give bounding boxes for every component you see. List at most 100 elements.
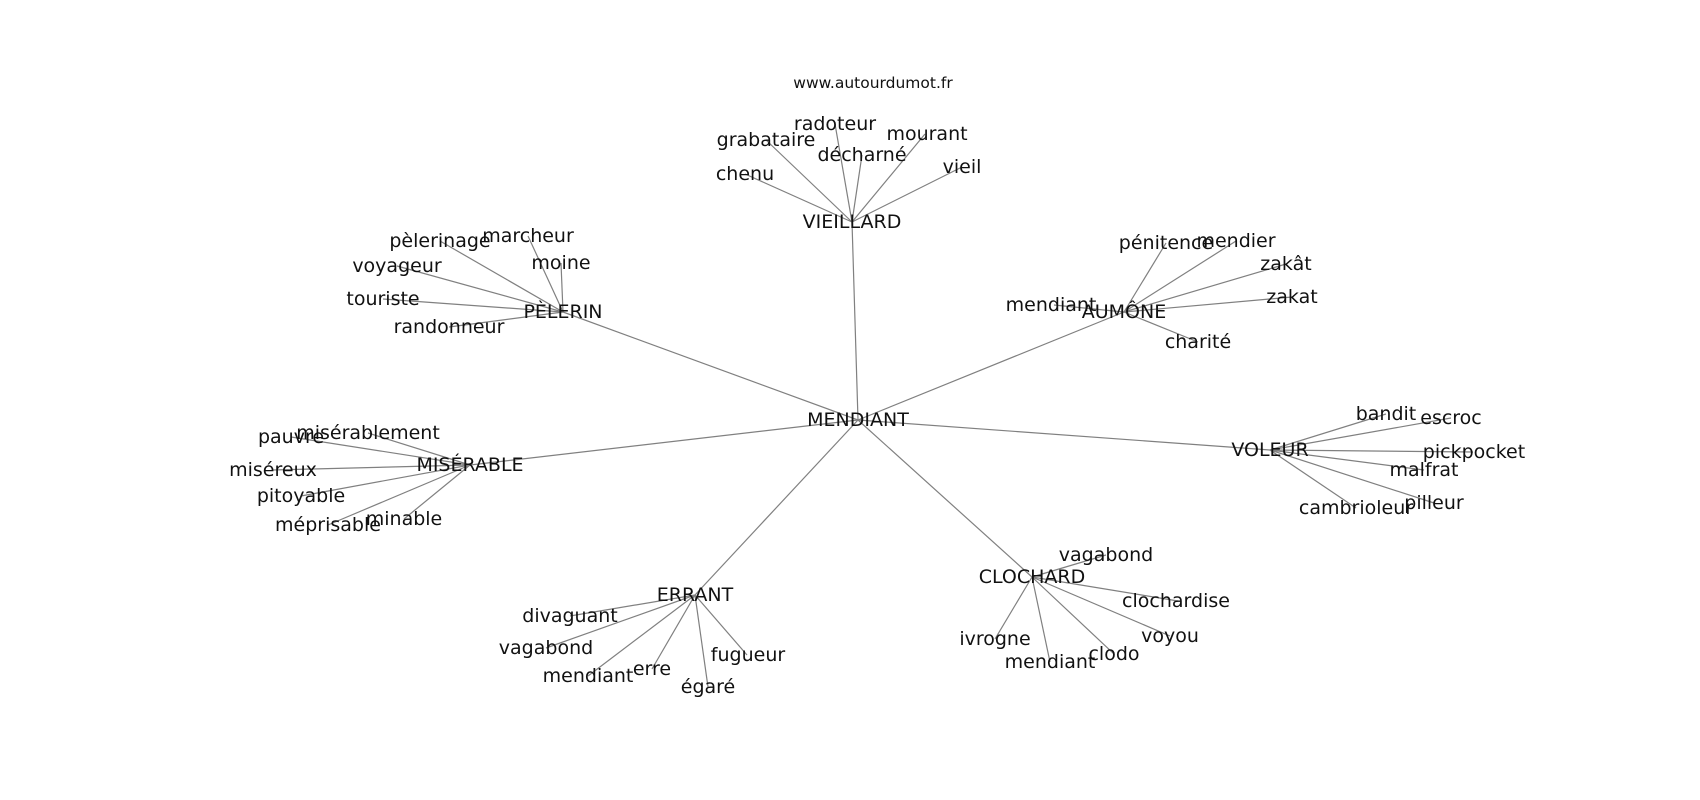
edge-aumone-zakat	[1123, 296, 1293, 313]
node-word: décharné	[817, 144, 906, 166]
edge-clochard-mendiant	[1031, 576, 1051, 663]
node-word: touriste	[346, 288, 419, 310]
edge-aumone-mendier	[1123, 240, 1237, 313]
edge-center-errant	[694, 419, 859, 596]
edge-miserable-miserablement	[367, 432, 471, 466]
node-word: erre	[633, 658, 671, 680]
node-word: marcheur	[482, 225, 574, 247]
node-cluster-errant: ERRANT	[657, 584, 734, 606]
node-word: bandit	[1356, 403, 1417, 425]
node-word: mendiant	[543, 665, 634, 687]
edge-vieillard-vieil	[851, 166, 963, 223]
edge-voleur-escroc	[1269, 417, 1452, 451]
node-cluster-vieillard: VIEILLARD	[803, 211, 902, 233]
edge-voleur-pickpocket	[1269, 449, 1474, 453]
edge-center-voleur	[857, 419, 1271, 451]
edge-miserable-pitoyable	[300, 464, 471, 497]
edge-center-vieillard	[851, 221, 859, 421]
node-word: malfrat	[1389, 459, 1458, 481]
edge-vieillard-decharne	[851, 154, 863, 223]
node-word: randonneur	[394, 316, 505, 338]
node-word: clochardise	[1122, 590, 1230, 612]
node-word: escroc	[1420, 407, 1482, 429]
node-word: grabataire	[717, 129, 816, 151]
edge-errant-vagabond	[545, 594, 696, 649]
node-word: mendiant	[1005, 651, 1096, 673]
node-word: misérablement	[296, 422, 440, 444]
edge-clochard-clochardise	[1031, 576, 1179, 602]
node-word: pauvre	[258, 426, 324, 448]
node-word: fugueur	[711, 644, 786, 666]
edge-vieillard-mourant	[851, 133, 926, 223]
edge-clochard-voyou	[1031, 576, 1171, 637]
graph-edges	[272, 123, 1474, 688]
node-cluster-aumone: AUMÔNE	[1082, 299, 1166, 323]
edge-voleur-bandit	[1269, 413, 1387, 451]
edge-errant-egare	[694, 594, 709, 688]
edge-clochard-vagabond	[1031, 554, 1107, 578]
edge-aumone-charite	[1123, 311, 1199, 343]
node-word: méprisable	[275, 514, 381, 536]
edge-voleur-pilleur	[1269, 449, 1435, 504]
edge-miserable-minable	[403, 464, 471, 520]
site-url[interactable]: www.autourdumot.fr	[793, 74, 953, 92]
node-word: zakat	[1266, 286, 1317, 308]
node-word: pèlerinage	[389, 230, 490, 252]
edge-pelerin-touriste	[382, 298, 564, 313]
node-word: mendiant	[1006, 294, 1097, 316]
node-word: chenu	[716, 163, 774, 185]
edge-vieillard-chenu	[744, 173, 853, 223]
edge-aumone-mendiant	[1053, 304, 1125, 313]
edge-errant-mendiant	[587, 594, 696, 677]
node-word: cambrioleur	[1299, 497, 1413, 519]
node-word: pénitence	[1119, 232, 1213, 254]
node-word: vagabond	[1059, 544, 1153, 566]
node-cluster-voleur: VOLEUR	[1231, 439, 1308, 461]
node-word: voyou	[1141, 625, 1199, 647]
graph-labels: www.autourdumot.fr MENDIANT VIEILLARD ch…	[229, 74, 1525, 698]
edge-miserable-misereux	[272, 464, 471, 471]
node-word: radoteur	[794, 113, 876, 135]
edge-clochard-clodo	[1031, 576, 1115, 655]
node-word: pickpocket	[1423, 441, 1525, 463]
node-word: égaré	[681, 676, 735, 698]
edge-aumone-zakat-accent	[1123, 263, 1287, 313]
edge-errant-erre	[651, 594, 696, 670]
edge-pelerin-moine	[560, 262, 564, 313]
node-cluster-pelerin: PÈLERIN	[523, 300, 602, 323]
edge-errant-fugueur	[694, 594, 748, 656]
edge-vieillard-grabataire	[765, 139, 853, 223]
node-word: vieil	[943, 156, 982, 178]
node-word: voyageur	[352, 255, 442, 277]
node-word: miséreux	[229, 459, 317, 481]
node-word: divaguant	[522, 605, 617, 627]
edge-pelerin-marcheur	[527, 235, 564, 313]
node-word: clodo	[1088, 643, 1139, 665]
edge-miserable-pauvre	[290, 436, 471, 466]
edge-center-miserable	[469, 419, 859, 466]
edge-pelerin-pelerinage	[439, 240, 564, 313]
node-word: mourant	[886, 123, 967, 145]
edge-miserable-meprisable	[327, 464, 471, 526]
node-word: pitoyable	[257, 485, 345, 507]
node-word: mendier	[1196, 230, 1275, 252]
node-word: ivrogne	[959, 628, 1030, 650]
node-word: pilleur	[1404, 492, 1464, 514]
edge-center-pelerin	[562, 311, 859, 421]
node-cluster-miserable: MISÉRABLE	[416, 453, 523, 476]
edge-vieillard-radoteur	[834, 123, 853, 223]
edge-errant-divaguant	[569, 594, 696, 617]
node-word: charité	[1165, 331, 1231, 353]
edge-pelerin-voyageur	[396, 265, 564, 313]
node-word: vagabond	[499, 637, 593, 659]
edge-voleur-cambrioleur	[1269, 449, 1357, 509]
node-word: minable	[366, 508, 443, 530]
edge-center-clochard	[857, 419, 1033, 578]
edge-center-aumone	[857, 311, 1125, 421]
edge-voleur-malfrat	[1269, 449, 1425, 471]
node-cluster-clochard: CLOCHARD	[979, 566, 1086, 588]
edge-pelerin-randonneur	[448, 311, 564, 328]
node-word: zakât	[1260, 253, 1311, 275]
edge-aumone-penitence	[1123, 242, 1167, 313]
